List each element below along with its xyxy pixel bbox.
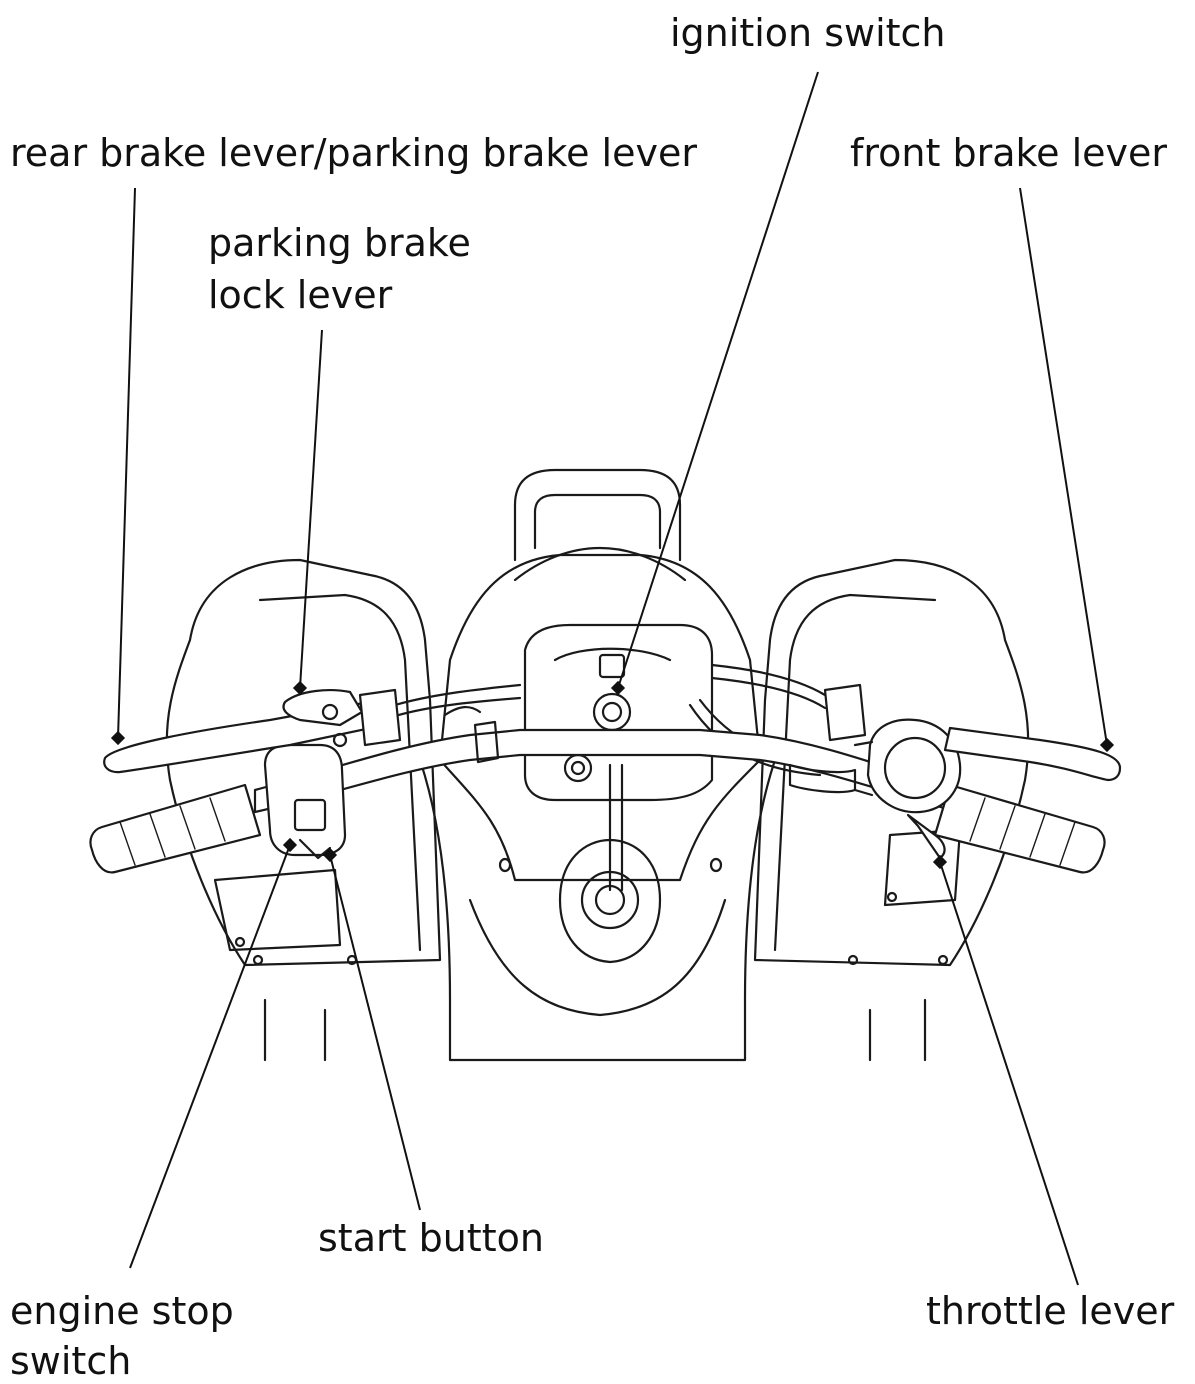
label-engine-stop-switch-line2: switch bbox=[10, 1339, 131, 1383]
leader-engine-stop-switch bbox=[129, 844, 291, 1269]
body-lower-inner bbox=[468, 898, 727, 1017]
front-brake-lever-part bbox=[943, 726, 1122, 782]
right-mud-panel bbox=[883, 828, 962, 907]
label-parking-brake-lock-lever-line1: parking brake bbox=[208, 221, 471, 265]
label-throttle-lever: throttle lever bbox=[926, 1289, 1175, 1333]
label-parking-brake-lock-lever-line2: lock lever bbox=[208, 273, 393, 317]
leader-ignition-switch bbox=[617, 71, 819, 689]
front-cowl bbox=[438, 553, 762, 882]
leader-throttle-lever bbox=[939, 861, 1079, 1286]
ignition-keyhole bbox=[592, 692, 632, 732]
callout-labels: ignition switch rear brake lever/parking… bbox=[10, 11, 1175, 1383]
label-rear-brake-lever: rear brake lever/parking brake lever bbox=[10, 131, 697, 175]
left-mud-panel bbox=[213, 868, 342, 952]
leader-parking-brake-lock-lever bbox=[299, 329, 323, 689]
label-ignition-switch: ignition switch bbox=[670, 11, 946, 55]
body-lower bbox=[418, 758, 777, 1062]
right-grip bbox=[933, 783, 1106, 874]
label-engine-stop-switch-line1: engine stop bbox=[10, 1289, 234, 1333]
right-fender bbox=[753, 558, 1030, 967]
cable-right bbox=[710, 663, 827, 697]
cable-left bbox=[393, 683, 522, 707]
label-start-button: start button bbox=[318, 1216, 544, 1260]
leader-start-button bbox=[329, 854, 421, 1211]
leader-lines bbox=[110, 71, 1115, 1286]
right-fender-inner bbox=[773, 593, 937, 952]
center-console bbox=[523, 623, 714, 802]
leader-rear-brake-lever bbox=[117, 187, 136, 739]
leader-front-brake-lever bbox=[1019, 187, 1108, 746]
label-front-brake-lever: front brake lever bbox=[850, 131, 1167, 175]
atv-handlebar-illustration bbox=[89, 468, 1122, 1062]
left-fender-inner bbox=[258, 593, 422, 952]
fuel-cap bbox=[558, 838, 662, 964]
left-grip bbox=[89, 783, 262, 874]
grab-handle bbox=[513, 468, 682, 562]
